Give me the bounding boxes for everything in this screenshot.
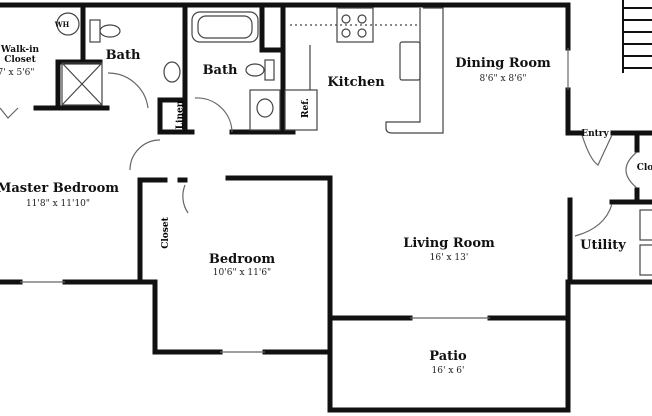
bedroom-size: 10'6" x 11'6" (212, 268, 272, 278)
closet-label: Closet (160, 217, 171, 249)
dining-size: 8'6" x 8'6" (479, 74, 527, 84)
ref-label: Ref. (300, 98, 311, 118)
walkin-closet-name: Walk-in Closet (0, 45, 40, 65)
living-size: 16' x 13' (429, 253, 469, 263)
utility-name: Utility (580, 238, 626, 253)
kitchen-name: Kitchen (327, 75, 385, 90)
bath2-name: Bath (202, 63, 238, 78)
patio-name: Patio (429, 349, 467, 364)
bath1-name: Bath (105, 48, 141, 63)
fixtures (56, 7, 444, 134)
master-name: Master Bedroom (0, 181, 120, 196)
stairs (622, 0, 652, 73)
windows-doors (0, 48, 638, 353)
linen-label: Linen (175, 100, 186, 130)
dining-name: Dining Room (455, 56, 551, 71)
entry-label: Entry (581, 129, 609, 139)
walkin-closet-size: 7' x 5'6" (0, 68, 35, 78)
bedroom-name: Bedroom (208, 252, 276, 267)
closet-right-label: Clo (636, 163, 652, 173)
master-size: 11'8" x 11'10" (25, 199, 91, 209)
water-heater-label: WH (54, 20, 70, 29)
living-name: Living Room (403, 236, 495, 251)
patio-size: 16' x 6' (431, 366, 465, 376)
